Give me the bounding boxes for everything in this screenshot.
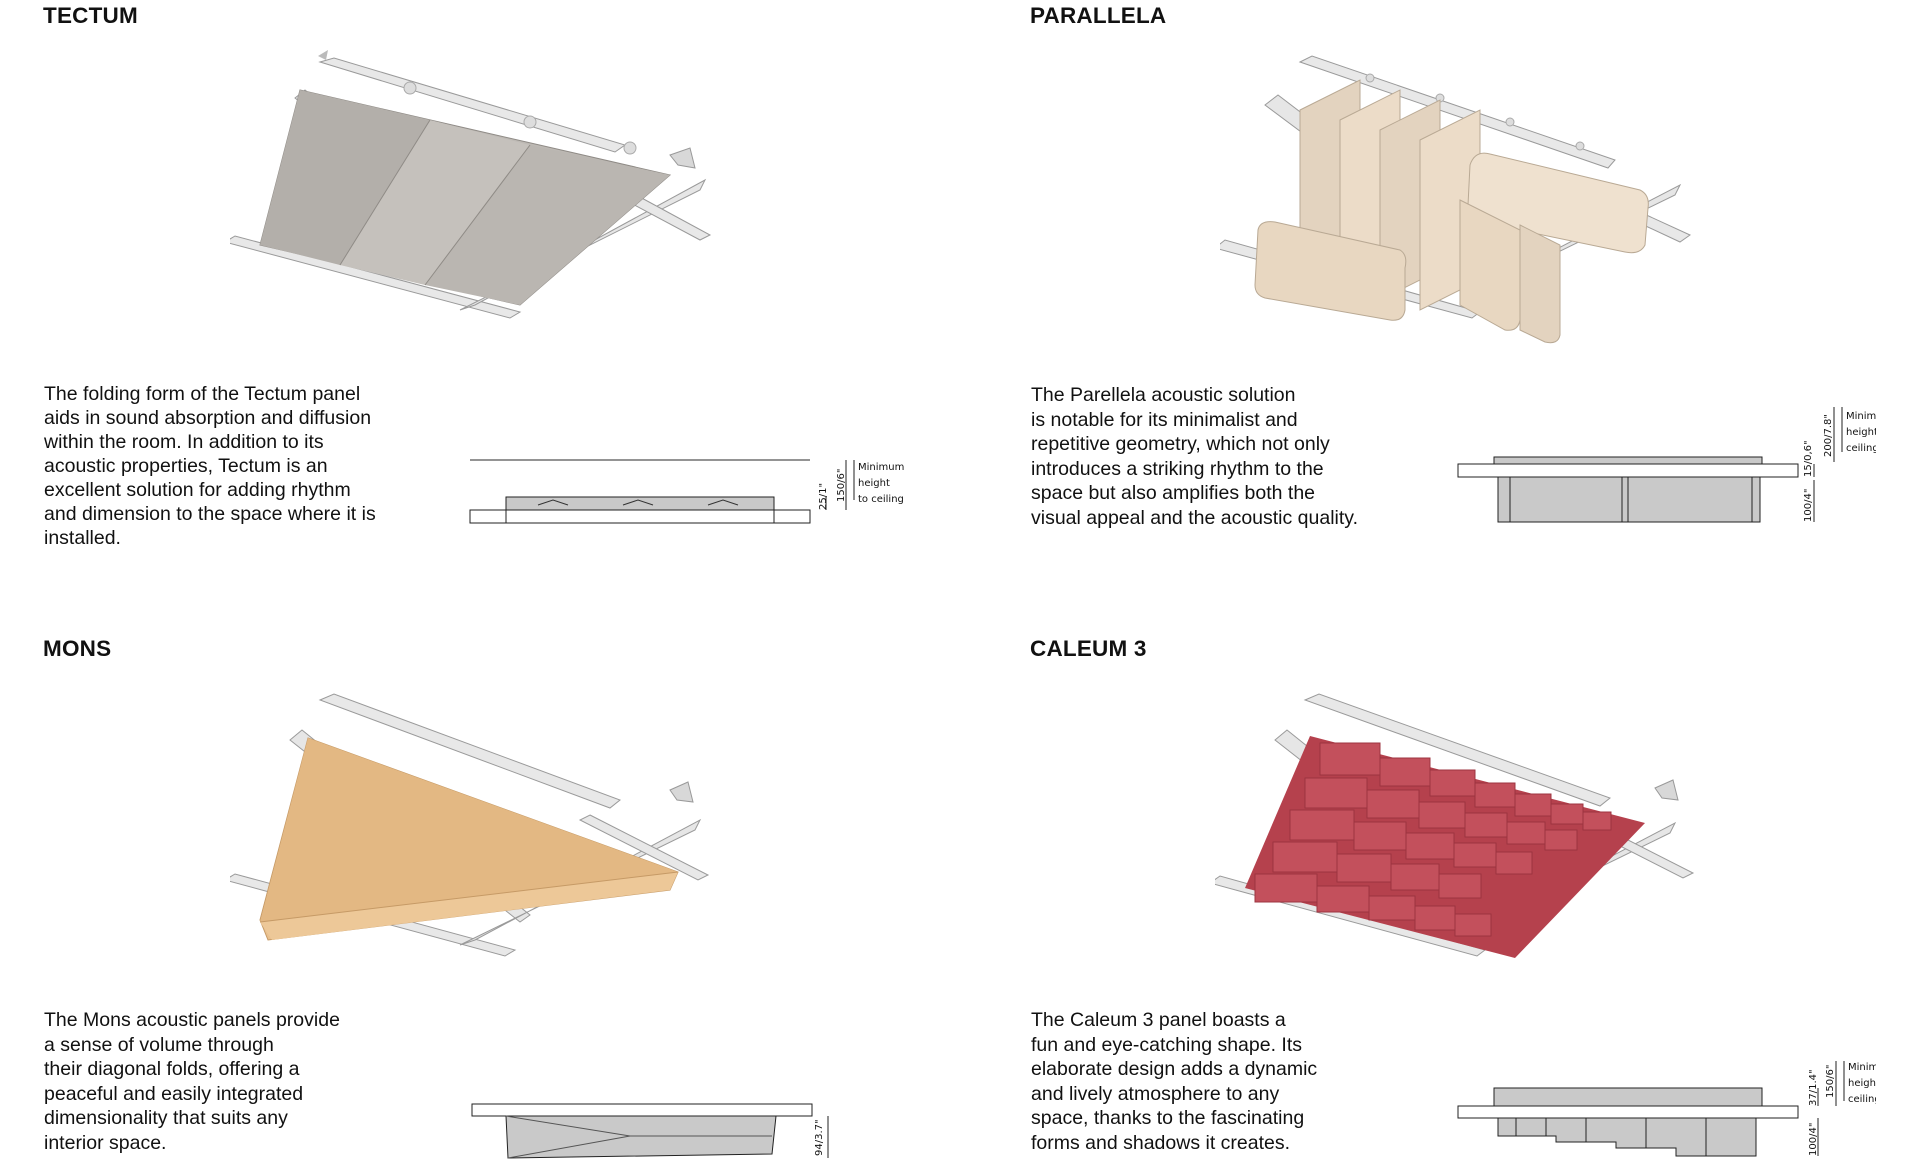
tectum-panel-dim: 25/1" xyxy=(818,483,829,510)
caleum-title: CALEUM 3 xyxy=(1030,636,1147,661)
parallela-min-label-1: Minimum xyxy=(1846,411,1876,422)
mons-title: MONS xyxy=(43,636,112,661)
mons-render xyxy=(230,693,710,957)
caleum-section-drawing: 37/1.4" 150/6" 100/4" Minimum height to … xyxy=(1457,1061,1876,1157)
parallela-title: PARALLELA xyxy=(1030,3,1167,28)
parallela-render xyxy=(1220,55,1692,344)
parallela-min-label-3: ceiling xyxy=(1846,443,1876,454)
parallela-section-drawing: 15/0,6" 200/7.8" 100/4" Minimum height t… xyxy=(1457,407,1876,523)
tectum-min-label-2: height xyxy=(858,478,890,489)
tectum-min-label-1: Minimum xyxy=(858,462,904,473)
caleum-panel-dim: 100/4" xyxy=(1808,1123,1819,1156)
parallela-min-label-2: height to xyxy=(1846,427,1876,438)
mons-description: The Mons acoustic panels provide a sense… xyxy=(44,1009,340,1154)
caleum-min-label-3: ceiling xyxy=(1848,1094,1876,1105)
caleum-frame-dim: 37/1.4" xyxy=(1808,1069,1819,1106)
caleum-min-label-1: Minimum xyxy=(1848,1062,1876,1073)
tectum-section-drawing: 25/1" 150/6" Minimum height to ceiling xyxy=(469,459,904,524)
tectum-min-label-3: to ceiling xyxy=(858,494,904,505)
mons-section-drawing: 94/3.7" xyxy=(471,1103,829,1159)
tectum-ceiling-dim: 150/6" xyxy=(836,469,847,502)
caleum-ceiling-dim: 150/6" xyxy=(1825,1065,1836,1098)
tectum-description: The folding form of the Tectum panel aid… xyxy=(44,383,376,549)
parallela-panel-dim: 100/4" xyxy=(1803,489,1814,522)
tectum-render xyxy=(230,50,712,319)
caleum-render xyxy=(1215,693,1695,958)
parallela-frame-dim: 15/0,6" xyxy=(1803,440,1814,477)
parallela-ceiling-dim: 200/7.8" xyxy=(1823,414,1834,457)
parallela-description: The Parellela acoustic solution is notab… xyxy=(1031,384,1359,529)
tectum-title: TECTUM xyxy=(43,3,138,28)
mons-panel-dim: 94/3.7" xyxy=(814,1119,825,1156)
caleum-description: The Caleum 3 panel boasts a fun and eye-… xyxy=(1031,1009,1318,1154)
caleum-min-label-2: height to xyxy=(1848,1078,1876,1089)
